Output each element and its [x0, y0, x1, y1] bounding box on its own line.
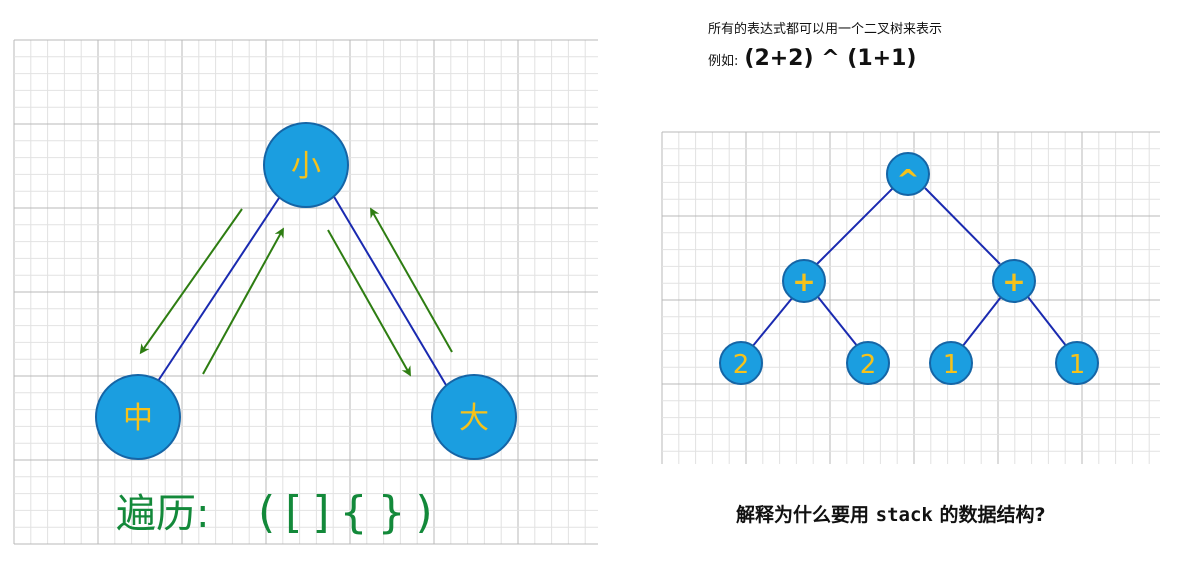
edge-plusright-leaf3 [961, 296, 1002, 348]
left-diagram: 小 中 大 遍历: ([]{}) [95, 122, 517, 538]
node-right: 大 [431, 374, 517, 460]
edge-root-plusright [924, 187, 1001, 265]
tree-node-leaf-3: 1 [929, 341, 973, 385]
question-prefix: 解释为什么要用 [736, 504, 870, 526]
node-top: 小 [263, 122, 349, 208]
brackets-caption: ([]{}) [258, 487, 443, 538]
tree-node-plus-right: + [992, 259, 1036, 303]
node-left: 中 [95, 374, 181, 460]
edge-top-left [157, 194, 282, 382]
example-label: 例如: [708, 54, 739, 69]
tree-node-root: ^ [886, 152, 930, 196]
question-suffix: 的数据结构? [939, 504, 1046, 526]
node-right-label: 大 [459, 401, 489, 436]
tree-node-leaf-1-label: 2 [733, 350, 750, 380]
edge-plusleft-leaf2 [817, 296, 859, 348]
tree-node-plus-right-label: + [1002, 265, 1025, 298]
arrow-left-to-top [202, 227, 284, 375]
expression-tree: ^ + + 2 2 1 1 [719, 152, 1099, 385]
question-code: stack [875, 504, 933, 526]
example-expression: (2+2) ^ (1+1) [744, 46, 917, 71]
tree-node-leaf-2-label: 2 [860, 350, 877, 380]
tree-node-leaf-1: 2 [719, 341, 763, 385]
node-left-label: 中 [123, 401, 153, 436]
intro-text: 所有的表达式都可以用一个二叉树来表示 [708, 22, 943, 37]
tree-node-plus-left: + [782, 259, 826, 303]
edge-root-plusleft [816, 187, 894, 265]
question-text: 解释为什么要用 stack 的数据结构? [736, 500, 1046, 527]
edge-plusleft-leaf1 [751, 296, 794, 348]
grid-left [13, 39, 598, 545]
tree-node-root-label: ^ [896, 163, 919, 196]
traversal-caption: 遍历: [116, 491, 209, 537]
tree-node-leaf-2: 2 [846, 341, 890, 385]
arrow-right-to-top [370, 207, 453, 353]
arrow-top-to-right [327, 229, 411, 377]
tree-node-leaf-4-label: 1 [1069, 350, 1086, 380]
tree-node-plus-left-label: + [792, 265, 815, 298]
example-line: 例如: (2+2) ^ (1+1) [708, 46, 916, 71]
tree-node-leaf-3-label: 1 [943, 350, 960, 380]
node-top-label: 小 [291, 149, 321, 184]
edge-plusright-leaf4 [1027, 296, 1068, 348]
arrow-top-to-left [139, 208, 243, 355]
tree-node-leaf-4: 1 [1055, 341, 1099, 385]
edge-top-right [332, 194, 447, 386]
